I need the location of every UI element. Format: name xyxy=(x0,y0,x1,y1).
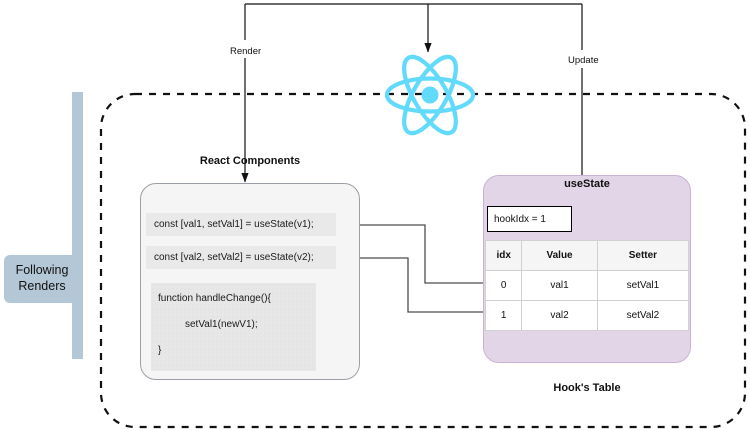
hook-row-0-connector xyxy=(344,221,485,284)
cell-idx: 0 xyxy=(484,270,523,301)
column-header-value: Value xyxy=(521,240,598,271)
cell-setter: setVal1 xyxy=(596,270,690,301)
column-header-setter: Setter xyxy=(596,240,690,271)
update-edge-label: Update xyxy=(566,55,601,66)
hooks-table-caption: Hook's Table xyxy=(553,382,621,394)
function-body-line: setVal1(newV1); xyxy=(185,319,258,330)
cell-setter: setVal2 xyxy=(596,300,690,331)
table-header-row: idx Value Setter xyxy=(484,240,690,271)
cell-value: val1 xyxy=(521,270,598,301)
react-components-title: React Components xyxy=(199,155,301,167)
handle-change-function-block: function handleChange(){ setVal1(newV1);… xyxy=(151,283,316,371)
column-header-idx: idx xyxy=(484,240,523,271)
following-renders-label: Following Renders xyxy=(4,255,80,303)
table-row: 0 val1 setVal1 xyxy=(484,270,690,301)
hook-idx-field: hookIdx = 1 xyxy=(487,206,572,232)
render-edge-label: Render xyxy=(228,46,264,57)
function-closing-brace: } xyxy=(158,345,162,356)
code-line-usestate-v1: const [val1, setVal1] = useState(v1); xyxy=(146,213,336,236)
cell-idx: 1 xyxy=(484,300,523,331)
react-logo-icon xyxy=(384,54,476,136)
hook-row-1-connector xyxy=(344,254,485,313)
cell-value: val2 xyxy=(521,300,598,331)
table-row: 1 val2 setVal2 xyxy=(484,300,690,331)
hooks-table: idx Value Setter 0 val1 setVal1 1 val2 s… xyxy=(484,240,690,331)
function-signature-line: function handleChange(){ xyxy=(158,293,271,304)
following-renders-lane-bar xyxy=(72,92,83,359)
code-line-usestate-v2: const [val2, setVal2] = useState(v2); xyxy=(146,246,336,269)
usestate-title: useState xyxy=(564,178,610,190)
